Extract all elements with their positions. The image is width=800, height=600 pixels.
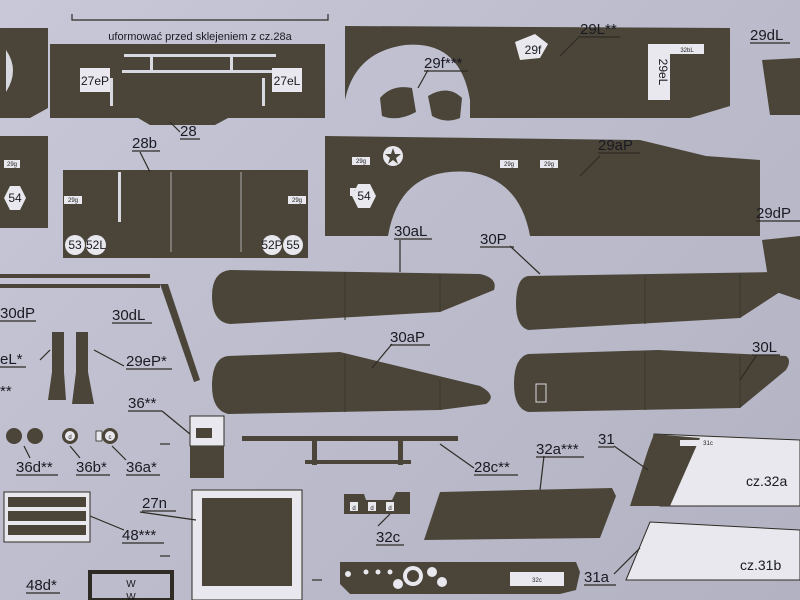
part-30aP: 30aP bbox=[212, 329, 491, 414]
part-29L: 29f 29eL 32bL 29L** bbox=[345, 21, 730, 118]
label-eL: eL* bbox=[0, 351, 23, 368]
tag-29g-1: 29g bbox=[7, 162, 17, 168]
tag-29g-2: 29g bbox=[68, 198, 78, 204]
tag-54-b: 54 bbox=[357, 189, 371, 203]
part-dashboard-strip: 32c bbox=[340, 562, 580, 594]
label-30P: 30P bbox=[480, 231, 507, 248]
part-30L: 30L bbox=[514, 339, 789, 412]
part-30P: 30P bbox=[480, 231, 788, 330]
part-28b: 29g 29g 53 52L 52P 55 28b bbox=[63, 135, 308, 258]
label-28c: 28c** bbox=[474, 459, 510, 476]
tag-29g-6: 29g bbox=[544, 162, 554, 168]
part-36: 36** bbox=[128, 395, 225, 478]
label-28b: 28b bbox=[132, 135, 157, 152]
part-31a: 31a cz.31b bbox=[584, 521, 800, 586]
part-48d: 48d* W W bbox=[26, 570, 174, 600]
label-36a: 36a* bbox=[126, 459, 157, 476]
ref-cz32a: cz.32a bbox=[746, 473, 787, 489]
tag-52L: 52L bbox=[86, 238, 106, 252]
tag-29g-3: 29g bbox=[292, 198, 302, 204]
label-32a: 32a*** bbox=[536, 441, 579, 458]
label-36: 36** bbox=[128, 395, 157, 412]
tag-27eL: 27eL bbox=[274, 74, 301, 88]
ref-cz31b: cz.31b bbox=[740, 557, 781, 573]
part-32c: d d d 32c bbox=[344, 492, 410, 546]
part-29aP: 29g 29g 29g 29g 54 29aP bbox=[325, 136, 760, 236]
tag-53: 53 bbox=[68, 238, 82, 252]
registration-marks bbox=[160, 443, 322, 581]
tag-32bL: 32bL bbox=[680, 48, 694, 54]
label-27n: 27n bbox=[142, 495, 167, 512]
tag-55: 55 bbox=[286, 238, 300, 252]
label-29dL: 29dL bbox=[750, 27, 783, 44]
part-32a: 32a*** bbox=[424, 441, 616, 540]
label-30aL: 30aL bbox=[394, 223, 427, 240]
part-28c: 28c** bbox=[242, 436, 518, 476]
tag-d-2: d bbox=[370, 506, 373, 512]
part-top-left-partial bbox=[0, 28, 48, 118]
tag-W-1: W bbox=[126, 579, 136, 590]
label-32c: 32c bbox=[376, 529, 401, 546]
tag-31c: 31c bbox=[703, 441, 713, 447]
tag-W-2: W bbox=[126, 592, 136, 600]
label-29dL-group: 29dL bbox=[750, 27, 800, 115]
label-48: 48*** bbox=[122, 527, 156, 544]
part-left-partial-row2: 29g 54 bbox=[0, 136, 48, 228]
tag-52P: 52P bbox=[261, 238, 282, 252]
label-30aP: 30aP bbox=[390, 329, 425, 346]
label-30dL: 30dL bbox=[112, 307, 145, 324]
part-27n: 27n bbox=[139, 489, 303, 600]
label-28: 28 bbox=[180, 123, 197, 140]
tag-d-circle: d bbox=[68, 435, 71, 441]
instruction-bracket: uformować przed sklejeniem z cz.28a bbox=[71, 14, 329, 43]
label-30L: 30L bbox=[752, 339, 777, 356]
part-30aL: 30aL bbox=[212, 223, 495, 324]
part-28: 27eP 27eL 28 bbox=[50, 44, 325, 140]
tag-54-a: 54 bbox=[8, 191, 22, 205]
part-48: 48*** bbox=[3, 491, 164, 544]
label-36d: 36d** bbox=[16, 459, 53, 476]
tag-29eL: 29eL bbox=[656, 59, 670, 86]
tag-29g-5: 29g bbox=[504, 162, 514, 168]
tag-d-1: d bbox=[352, 506, 355, 512]
tag-c: c bbox=[109, 435, 112, 441]
label-29eP: 29eP* bbox=[126, 353, 167, 370]
tag-27eP: 27eP bbox=[81, 74, 109, 88]
part-29f: 29f*** bbox=[380, 55, 468, 121]
part-29eP: eL* 29eP* ** bbox=[0, 332, 172, 404]
label-29aP: 29aP bbox=[598, 137, 633, 154]
tag-29g-4: 29g bbox=[356, 159, 366, 165]
label-31a: 31a bbox=[584, 569, 610, 586]
label-29f: 29f*** bbox=[424, 55, 463, 72]
part-36-small: d c 36d** 36b* 36a* bbox=[6, 428, 160, 476]
tag-32c: 32c bbox=[532, 578, 542, 584]
instruction-text: uformować przed sklejeniem z cz.28a bbox=[108, 31, 292, 43]
label-31: 31 bbox=[598, 431, 615, 448]
label-30dP: 30dP bbox=[0, 305, 35, 322]
label-29dP: 29dP bbox=[756, 205, 791, 222]
tag-29f: 29f bbox=[525, 43, 542, 57]
label-48d: 48d* bbox=[26, 577, 57, 594]
part-strips-left: 30dP 30dL bbox=[0, 274, 200, 382]
part-31: 31c 31 cz.32a bbox=[598, 431, 800, 507]
tag-d-3: d bbox=[388, 506, 391, 512]
label-36b: 36b* bbox=[76, 459, 107, 476]
label-29L: 29L** bbox=[580, 21, 617, 38]
label-stars: ** bbox=[0, 383, 12, 400]
